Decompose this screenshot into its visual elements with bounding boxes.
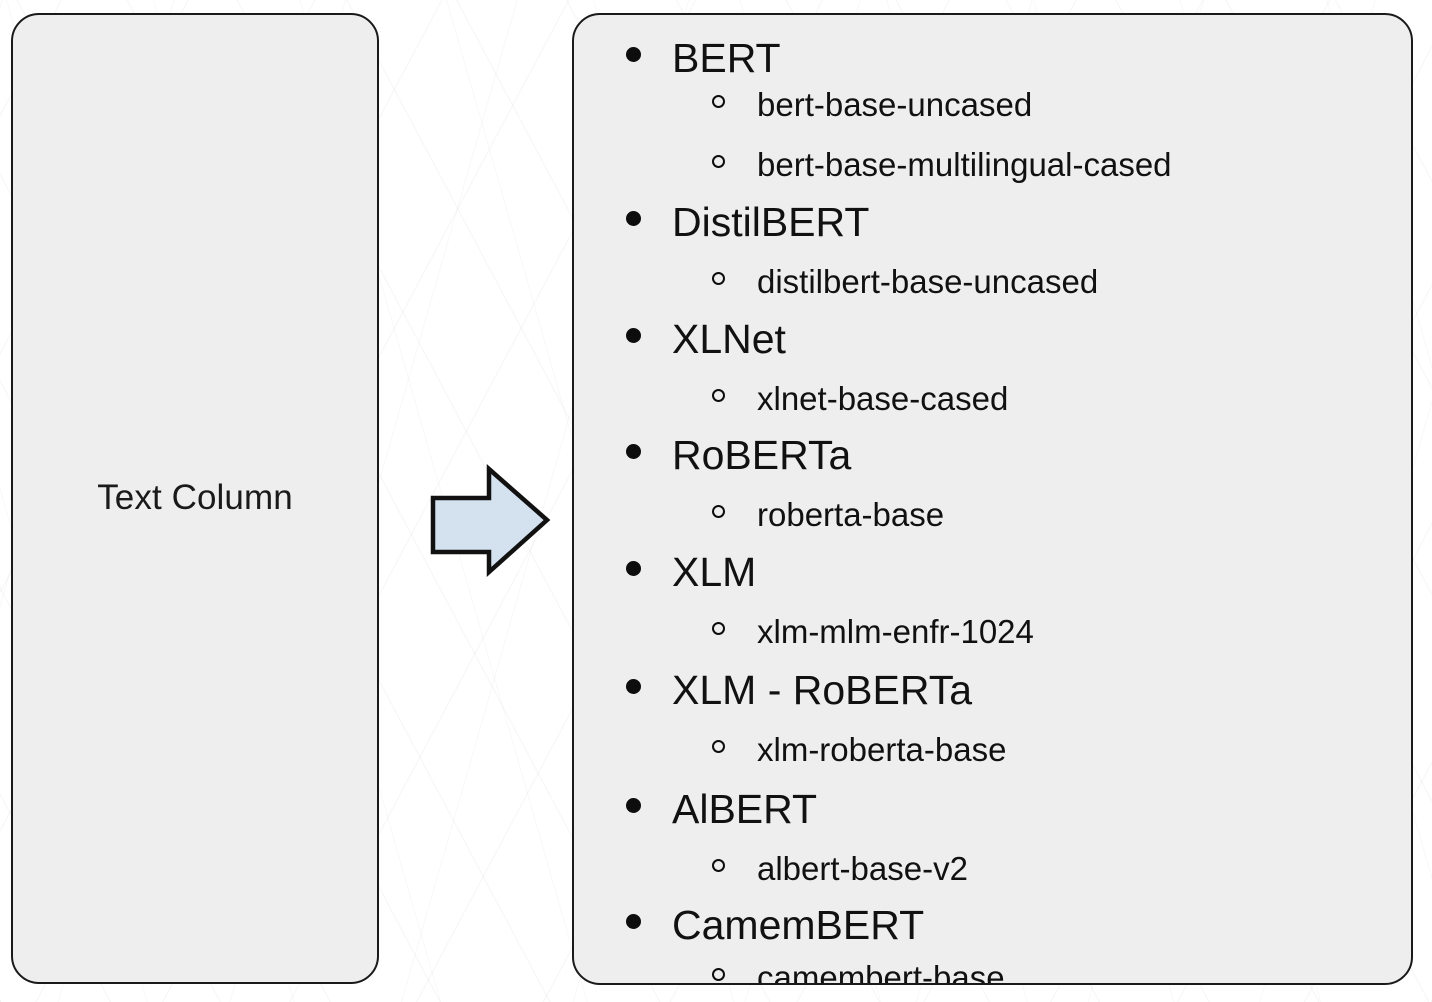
model-family-item[interactable]: AlBERT [622,786,817,833]
model-family-item[interactable]: XLNet [622,316,786,363]
model-family-label: BERT [672,35,781,81]
text-column-box[interactable]: Text Column [11,13,379,984]
hollow-bullet-shape [712,859,725,872]
hollow-bullet-shape [712,505,725,518]
model-family-item[interactable]: XLM [622,549,756,596]
model-checkpoint-item[interactable]: bert-base-multilingual-cased [705,146,1172,184]
model-family-label: AlBERT [672,786,818,832]
hollow-bullet-shape [712,272,725,285]
model-checkpoint-label: distilbert-base-uncased [757,263,1099,300]
model-checkpoint-label: roberta-base [757,496,945,533]
model-checkpoint-item[interactable]: bert-base-uncased [705,86,1032,124]
model-checkpoint-label: xlm-mlm-enfr-1024 [757,613,1034,650]
model-checkpoint-item[interactable]: albert-base-v2 [705,850,968,888]
model-family-item[interactable]: RoBERTa [622,432,851,479]
model-checkpoint-label: bert-base-uncased [757,86,1033,123]
model-family-label: DistilBERT [672,199,870,245]
filled-bullet-shape [626,561,641,576]
model-checkpoint-label: xlnet-base-cased [757,380,1009,417]
filled-bullet-shape [626,328,641,343]
model-checkpoint-item[interactable]: distilbert-base-uncased [705,263,1098,301]
filled-bullet-shape [626,679,641,694]
model-family-label: XLM - RoBERTa [672,667,973,713]
model-checkpoint-item[interactable]: xlm-mlm-enfr-1024 [705,613,1034,651]
model-family-item[interactable]: CamemBERT [622,902,924,949]
model-checkpoint-item[interactable]: roberta-base [705,496,944,534]
model-family-item[interactable]: XLM - RoBERTa [622,667,972,714]
right-block-arrow-icon [428,462,552,580]
filled-bullet-shape [626,47,641,62]
model-family-label: XLM [672,549,757,595]
hollow-bullet-shape [712,968,725,981]
model-checkpoint-label: bert-base-multilingual-cased [757,146,1172,183]
model-checkpoint-label: camembert-base [757,959,1005,985]
model-checkpoint-item[interactable]: camembert-base [705,959,1005,985]
filled-bullet-shape [626,444,641,459]
model-family-label: XLNet [672,316,786,362]
model-checkpoint-item[interactable]: xlnet-base-cased [705,380,1008,418]
model-family-item[interactable]: DistilBERT [622,199,869,246]
model-checkpoint-label: xlm-roberta-base [757,731,1007,768]
model-family-item[interactable]: BERT [622,35,781,82]
model-checkpoint-label: albert-base-v2 [757,850,968,887]
model-family-label: RoBERTa [672,432,852,478]
models-box[interactable]: BERT bert-base-uncased bert-base-multiling… [572,13,1413,985]
hollow-bullet-shape [712,95,725,108]
hollow-bullet-shape [712,389,725,402]
hollow-bullet-shape [712,740,725,753]
filled-bullet-shape [626,914,641,929]
hollow-bullet-shape [712,622,725,635]
hollow-bullet-shape [712,155,725,168]
model-checkpoint-item[interactable]: xlm-roberta-base [705,731,1006,769]
filled-bullet-shape [626,798,641,813]
text-column-label: Text Column [97,478,293,518]
filled-bullet-shape [626,211,641,226]
model-family-label: CamemBERT [672,902,925,948]
